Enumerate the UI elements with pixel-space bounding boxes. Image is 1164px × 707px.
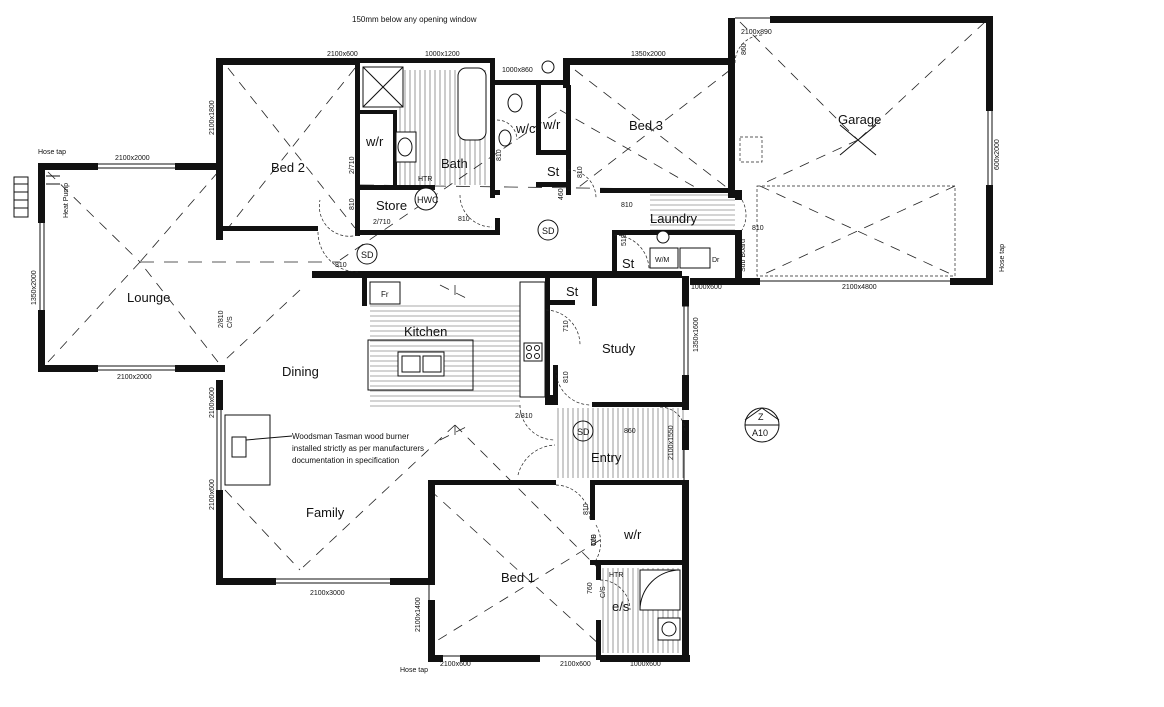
misc-labels: Hose tap Heat Pump Hose tap Hose tap C/S… (38, 149, 1006, 674)
room-label-es: e/s (612, 599, 630, 614)
compass-top-label: Z (758, 412, 764, 422)
dimension-label: 600x2000 (994, 139, 1001, 170)
room-label-laundry: Laundry (650, 211, 697, 226)
dimension-label: 2100x1550 (668, 425, 675, 460)
room-label-st-hall: St (547, 164, 560, 179)
dimension-label: 2100x2000 (117, 374, 152, 381)
dimension-label: 2100x890 (741, 29, 772, 36)
dimension-label: 460 (558, 188, 565, 200)
cs-label: C/S (591, 534, 598, 546)
dimension-label: 2100x600 (209, 387, 216, 418)
dimension-label: 860 (741, 43, 748, 55)
fixtures (13, 60, 711, 641)
wood-burner-note-line3: documentation in specification (292, 456, 399, 465)
dimension-label: 2100x600 (560, 661, 591, 668)
dimension-label: 2100x1400 (415, 597, 422, 632)
sub-board-label: Sub Board (740, 239, 747, 272)
dimension-label: 2100x1800 (209, 100, 216, 135)
room-label-bed2: Bed 2 (271, 160, 305, 175)
room-labels: Bed 2 Bath w/c w/r w/r St Bed 3 Garage S… (127, 112, 881, 614)
dimension-label: 2100x2000 (115, 155, 150, 162)
room-label-family: Family (306, 505, 345, 520)
notes: 150mm below any opening window Woodsman … (292, 15, 477, 465)
room-label-st-laundry: St (622, 256, 635, 271)
room-label-garage: Garage (838, 112, 881, 127)
room-label-bed3: Bed 3 (629, 118, 663, 133)
dimension-label: 710 (563, 320, 570, 332)
room-label-wr-bed1: w/r (623, 527, 642, 542)
dimension-label: 2100x3000 (310, 590, 345, 597)
dimension-label: 1000x600 (691, 284, 722, 291)
dimension-label: 2/810 (218, 310, 225, 328)
dimension-label: 810 (458, 216, 470, 223)
cs-label: C/S (600, 586, 607, 598)
dimension-label: 1000x1200 (425, 51, 460, 58)
fr-label: Fr (381, 290, 389, 299)
smoke-detectors (356, 219, 594, 442)
dimension-label: 1000x600 (630, 661, 661, 668)
hose-tap-label: Hose tap (38, 149, 66, 156)
wm-label: W/M (655, 257, 670, 264)
dimension-label: 1000x860 (502, 67, 533, 74)
dimension-label: 810 (335, 262, 347, 269)
cs-label: C/S (227, 316, 234, 328)
hose-tap-label: Hose tap (400, 667, 428, 674)
smoke-detector-label: SD (577, 427, 590, 437)
dimension-label: 760 (587, 582, 594, 594)
window-note: 150mm below any opening window (352, 15, 477, 24)
heat-pump-label: Heat Pump (63, 183, 70, 218)
leader-line (245, 435, 293, 441)
room-label-wr-bath: w/r (365, 134, 384, 149)
room-label-hwc: HWC (417, 195, 439, 205)
dimension-label: 1350x2000 (31, 270, 38, 305)
wood-burner-note-line2: installed strictly as per manufacturers (292, 444, 424, 453)
wood-burner-note-line1: Woodsman Tasman wood burner (292, 432, 409, 441)
room-label-dining: Dining (282, 364, 319, 379)
dimension-label: 860 (624, 428, 636, 435)
dimension-label: 810 (577, 166, 584, 178)
room-label-st-study: St (566, 284, 579, 299)
dimension-label: 810 (752, 225, 764, 232)
room-label-store: Store (376, 198, 407, 213)
dimension-label: 2100x600 (209, 479, 216, 510)
dimension-label: 810 (496, 149, 503, 161)
dimension-label: 2/710 (349, 156, 356, 174)
htr-bath-label: HTR (418, 176, 432, 183)
room-label-study: Study (602, 341, 636, 356)
dimension-label: 2100x600 (327, 51, 358, 58)
dimension-label: 810 (621, 202, 633, 209)
symbol-labels: SD SD SD Z A10 (361, 226, 768, 438)
walls (38, 16, 993, 662)
windows (39, 17, 993, 657)
dimension-label: 2100x600 (440, 661, 471, 668)
room-label-wc: w/c (515, 121, 536, 136)
smoke-detector-label: SD (361, 250, 374, 260)
smoke-detector-label: SD (542, 226, 555, 236)
room-label-bath: Bath (441, 156, 468, 171)
room-label-entry: Entry (591, 450, 622, 465)
htr-es-label: HTR (609, 572, 623, 579)
hwc-cylinder (414, 187, 438, 211)
dimension-label: 760 (591, 534, 598, 546)
dimension-label: 2/810 (515, 413, 533, 420)
compass-bottom-label: A10 (752, 428, 768, 438)
dimension-label: 1350x2000 (631, 51, 666, 58)
dimension-label: 2/710 (373, 219, 391, 226)
dimension-label: 518 (621, 234, 628, 246)
compass-marker (744, 407, 780, 443)
doors (317, 34, 764, 611)
dimension-labels: 2100x600 1000x1200 1000x860 1350x2000 21… (31, 29, 1001, 668)
room-label-lounge: Lounge (127, 290, 170, 305)
hose-tap-label: Hose tap (999, 244, 1006, 272)
dimension-label: 810 (583, 503, 590, 515)
dimension-label: 810 (349, 198, 356, 210)
room-label-kitchen: Kitchen (404, 324, 447, 339)
dr-label: Dr (712, 257, 720, 264)
dimension-label: 810 (563, 371, 570, 383)
dimension-label: 2100x4800 (842, 284, 877, 291)
room-label-wr-hall: w/r (542, 117, 561, 132)
dimension-label: 1350x1600 (693, 317, 700, 352)
room-label-bed1: Bed 1 (501, 570, 535, 585)
